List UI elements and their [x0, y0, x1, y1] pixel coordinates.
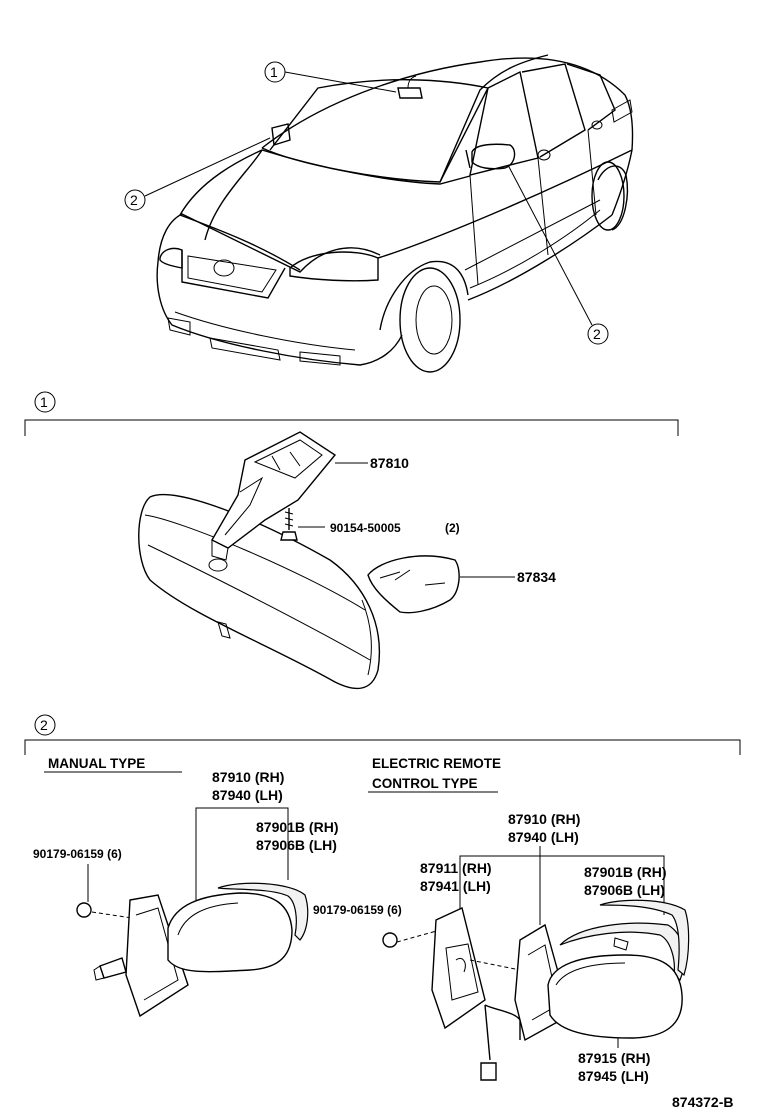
manual-mirror-assembly — [76, 882, 309, 1018]
label-manual-87940: 87940 (LH) — [212, 787, 283, 803]
label-90154-qty: (2) — [445, 521, 460, 535]
car-callouts: 1 2 2 — [124, 61, 609, 345]
label-electric-87941: 87941 (LH) — [420, 878, 491, 894]
section-2: 2 MANUAL TYPE 87910 (RH) 87940 (LH) 8790… — [24, 714, 741, 1084]
label-electric-87911: 87911 (RH) — [420, 860, 492, 876]
label-manual-87910: 87910 (RH) — [212, 769, 284, 785]
callout-1-top: 1 — [270, 64, 278, 80]
label-manual-90179-left: 90179-06159 (6) — [33, 847, 122, 861]
label-electric-87915: 87915 (RH) — [578, 1050, 650, 1066]
callout-2-left: 2 — [130, 192, 138, 208]
label-90154-50005: 90154-50005 — [330, 521, 401, 535]
label-electric-87910: 87910 (RH) — [508, 811, 580, 827]
label-electric-87901B: 87901B (RH) — [584, 864, 666, 880]
label-87810: 87810 — [370, 455, 409, 471]
cover-87834 — [367, 555, 460, 614]
section-1-marker: 1 — [40, 394, 48, 410]
label-electric-87945: 87945 (LH) — [578, 1068, 649, 1084]
label-manual-87901B: 87901B (RH) — [256, 819, 338, 835]
electric-header-line2: CONTROL TYPE — [372, 776, 478, 791]
label-87834: 87834 — [517, 569, 556, 585]
rear-view-mirror — [138, 493, 381, 690]
label-electric-87940: 87940 (LH) — [508, 829, 579, 845]
label-manual-87906B: 87906B (LH) — [256, 837, 337, 853]
mirror-stay-87810 — [211, 431, 337, 561]
manual-type-header: MANUAL TYPE — [48, 756, 145, 771]
screw-90154 — [280, 508, 298, 541]
label-electric-87906B: 87906B (LH) — [584, 882, 665, 898]
callout-2-right: 2 — [593, 326, 601, 342]
car-illustration — [156, 54, 634, 373]
section-1: 1 87810 90154-50005 (2) — [24, 391, 679, 690]
label-manual-90179-right: 90179-06159 (6) — [313, 903, 402, 917]
figure-id: 874372-B — [672, 1094, 734, 1110]
electric-header-line1: ELECTRIC REMOTE — [372, 756, 501, 771]
electric-mirror-assembly — [382, 899, 690, 1081]
section-2-marker: 2 — [40, 717, 48, 733]
